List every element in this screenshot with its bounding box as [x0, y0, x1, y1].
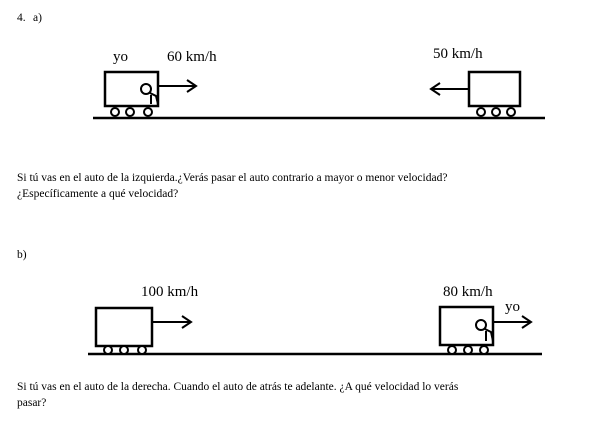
- right-car-b: [438, 305, 495, 355]
- left-car-b: [94, 306, 154, 355]
- question-b-line2: pasar?: [17, 397, 47, 409]
- problem-number: 4.: [17, 12, 26, 24]
- figure-a: [93, 70, 545, 120]
- part-a-label: a): [33, 12, 42, 24]
- right-speed-b: 80 km/h: [443, 284, 493, 300]
- left-car-tag-a: yo: [113, 49, 128, 65]
- left-speed-a: 60 km/h: [167, 49, 217, 65]
- arrow-right-icon: [152, 315, 193, 329]
- figure-b: [88, 305, 542, 356]
- question-a-line2: ¿Específicamente a qué velocidad?: [17, 188, 179, 200]
- question-b-line1: Si tú vas en el auto de la derecha. Cuan…: [17, 381, 459, 393]
- driver-icon: [475, 319, 494, 342]
- right-car-a: [467, 70, 522, 117]
- part-b-label: b): [17, 249, 27, 261]
- driver-icon: [140, 83, 159, 105]
- arrow-right-icon: [493, 315, 533, 329]
- left-speed-b: 100 km/h: [141, 284, 199, 300]
- question-a-line1: Si tú vas en el auto de la izquierda.¿Ve…: [17, 172, 448, 184]
- arrow-right-icon: [158, 79, 198, 93]
- right-car-tag-b: yo: [505, 299, 520, 315]
- left-car-a: [103, 70, 160, 117]
- right-speed-a: 50 km/h: [433, 46, 483, 62]
- arrow-left-icon: [429, 82, 469, 96]
